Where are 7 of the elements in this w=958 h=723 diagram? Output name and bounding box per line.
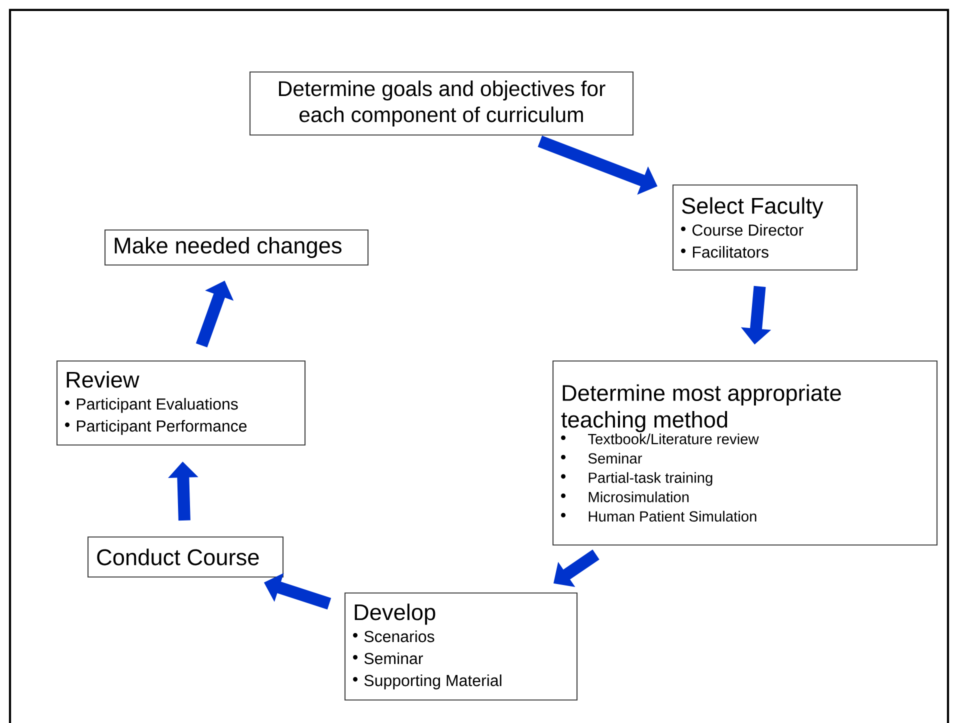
step-box: Make needed changes bbox=[104, 229, 369, 266]
step-box: Conduct Course bbox=[87, 536, 284, 578]
step-box: Review Participant Evaluations Participant Performance bbox=[56, 360, 306, 446]
step-box: Develop Scenarios Seminar Supporting Material bbox=[344, 592, 578, 701]
step-box: Select Faculty Course Director Facilitators bbox=[672, 184, 858, 271]
step-box: Determine goals and objectives for each component of curriculum bbox=[249, 71, 634, 136]
step-box: Determine most appropriate teaching method Textbook/Literature review Seminar Partial-task training Microsimulation Human Patient Simulation bbox=[552, 360, 938, 546]
